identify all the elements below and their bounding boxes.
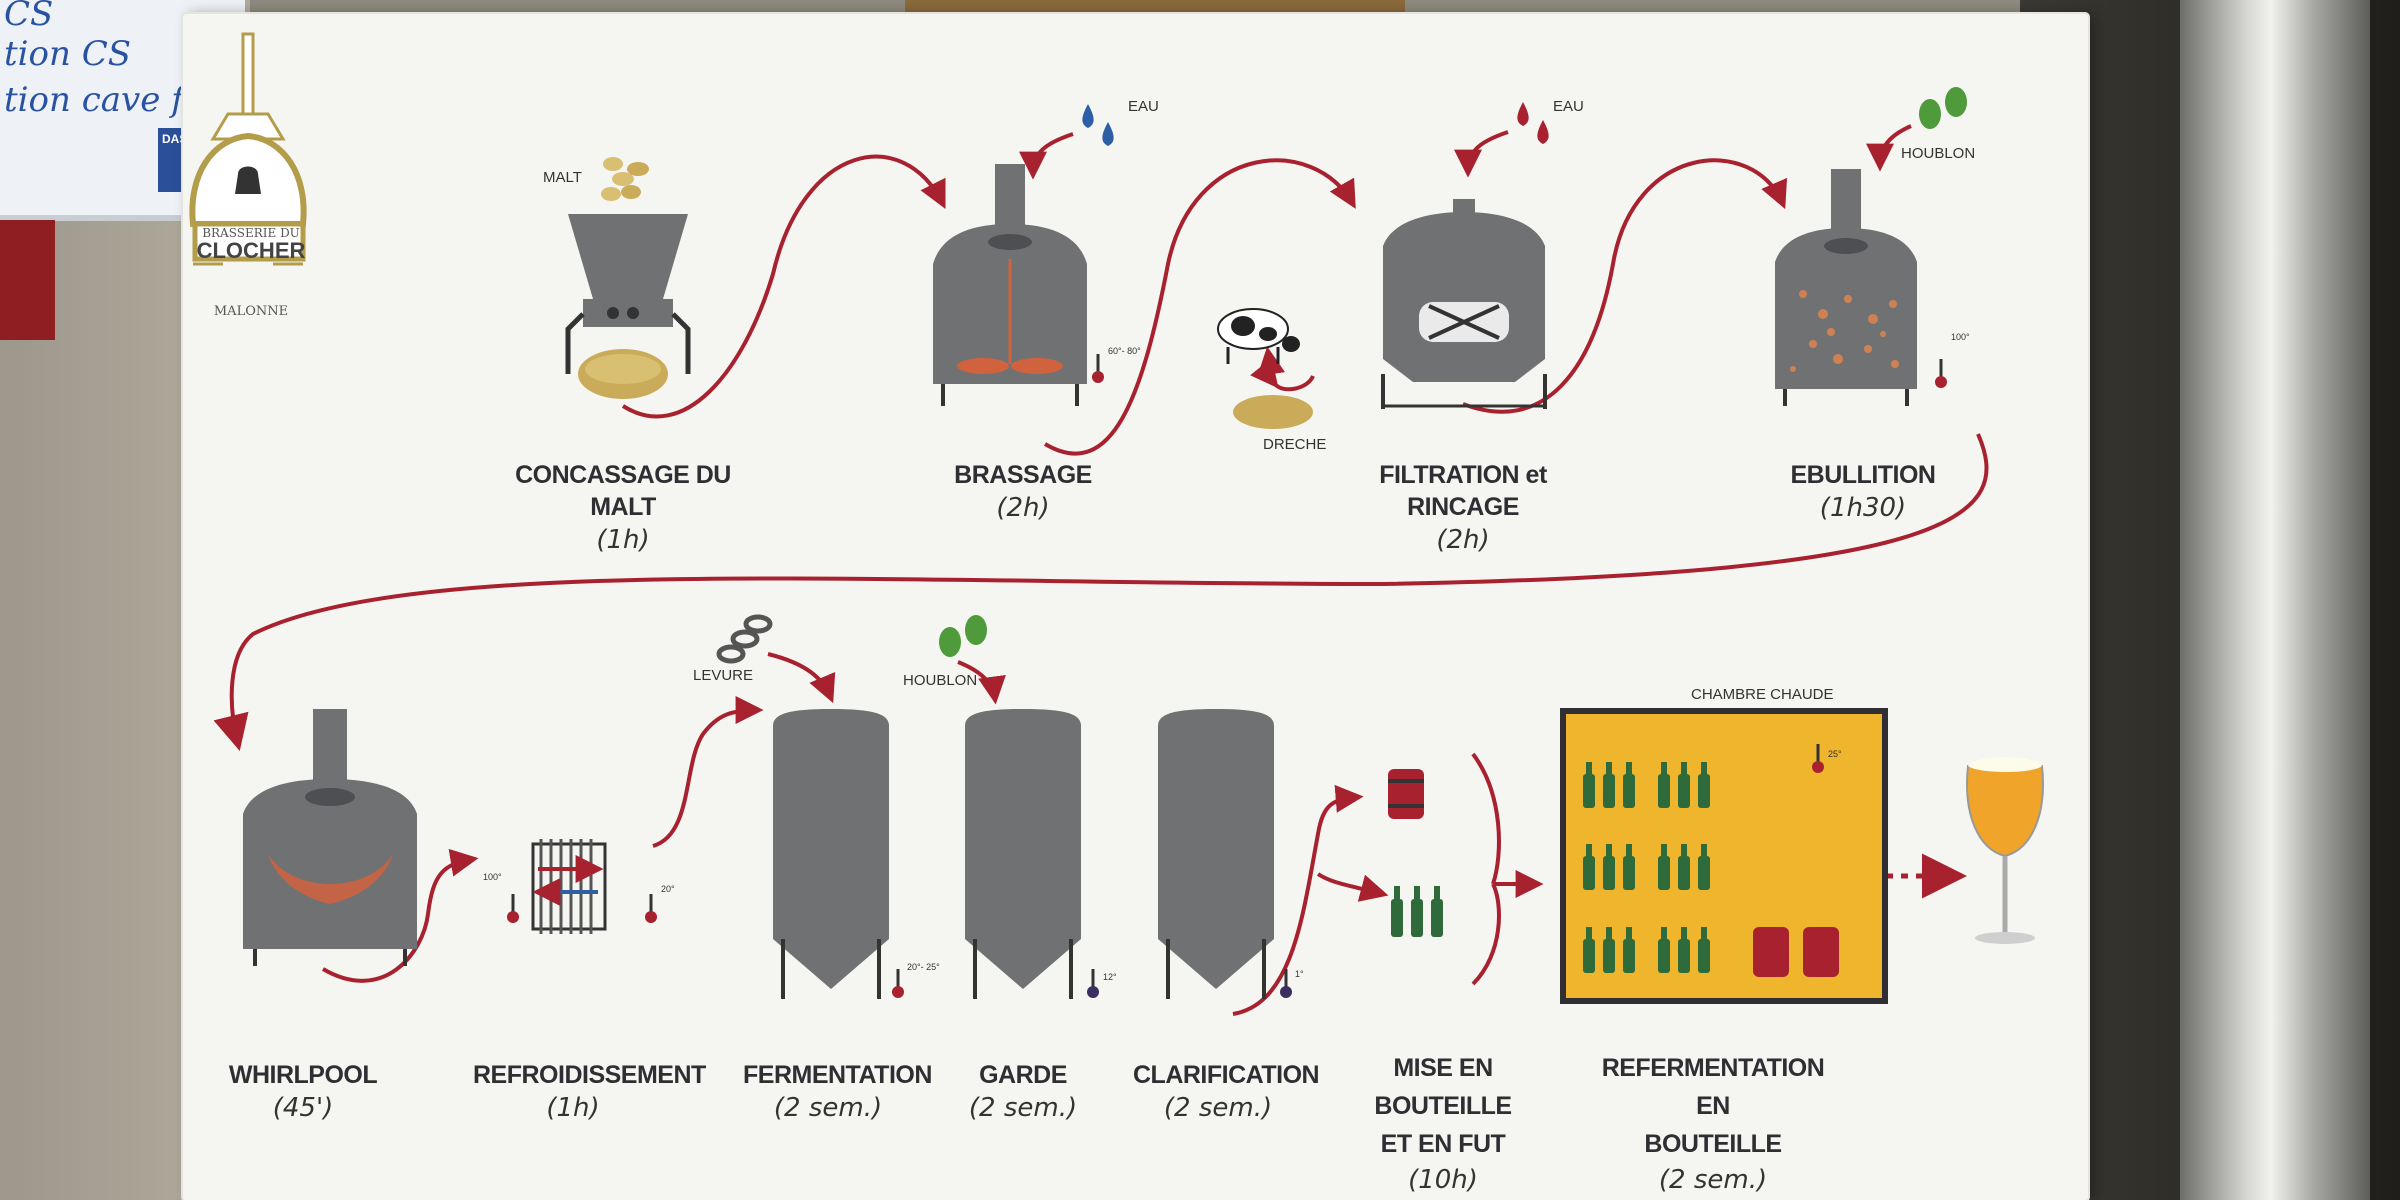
garde-tank xyxy=(965,709,1099,999)
arrow-malt-to-brassage xyxy=(621,154,946,419)
step-ebullition-duration: (1h30) xyxy=(1819,493,1907,523)
step-whirlpool-duration: (45') xyxy=(272,1093,334,1123)
step-garde: GARDE (2 sem.) xyxy=(953,1059,1093,1125)
step-clarification-name: CLARIFICATION xyxy=(1133,1061,1320,1089)
step-referm-name-1: REFERMENTATION EN xyxy=(1601,1054,1825,1120)
process-flow-drawing xyxy=(189,32,2044,1016)
step-brassage-name: BRASSAGE xyxy=(954,461,1092,489)
warm-room-panel xyxy=(1560,708,1888,1004)
whiteboard-text-1: CS xyxy=(4,0,54,34)
arrow-eau-1 xyxy=(1019,132,1074,180)
eau-label-2: EAU xyxy=(1553,98,1584,115)
step-mise-name-1: MISE EN BOUTEILLE xyxy=(1374,1054,1512,1120)
brand-line-3: MALONNE xyxy=(213,304,289,319)
arrow-dreche-out xyxy=(1250,357,1315,392)
temp-refroid-in: 100° xyxy=(483,872,502,882)
arrow-ebullition-to-whirlpool xyxy=(213,433,1989,751)
step-brassage: BRASSAGE (2h) xyxy=(943,459,1103,525)
clarification-tank xyxy=(1158,709,1292,999)
step-clarification-duration: (2 sem.) xyxy=(1163,1093,1273,1123)
brewing-process-poster: BRASSERIE DU CLOCHER MALONNE MALT EAU EA… xyxy=(183,14,2088,1200)
hop-cones-1 xyxy=(1919,87,1967,129)
cow-icon xyxy=(1217,308,1300,364)
yeast-icon xyxy=(716,614,773,664)
fermentation-tank xyxy=(773,709,904,999)
step-filtration-duration: (2h) xyxy=(1436,525,1490,555)
arrow-houblon-2 xyxy=(957,660,1006,705)
step-concassage: CONCASSAGE DU MALT (1h) xyxy=(483,459,763,557)
step-garde-duration: (2 sem.) xyxy=(968,1093,1078,1123)
brassage-tun xyxy=(933,164,1104,406)
water-drops-2 xyxy=(1517,102,1549,144)
whirlpool-vessel xyxy=(243,709,417,966)
step-mise-duration: (10h) xyxy=(1408,1165,1478,1195)
bracket-lower xyxy=(1471,883,1501,986)
step-referm-duration: (2 sem.) xyxy=(1658,1165,1768,1195)
beer-glass-icon xyxy=(1966,757,2044,944)
temp-brassage: 60°- 80° xyxy=(1108,346,1141,356)
hop-cones-2 xyxy=(939,615,987,657)
step-filtration: FILTRATION et RINCAGE (2h) xyxy=(1333,459,1593,557)
brewery-logo xyxy=(189,32,307,266)
temp-chambre: 25° xyxy=(1828,749,1842,759)
step-clarification: CLARIFICATION (2 sem.) xyxy=(1133,1059,1320,1125)
arrow-clarification-to-bottles xyxy=(1316,872,1389,902)
brand-line-2: CLOCHER xyxy=(196,238,306,263)
arrow-refroid-to-fermentation xyxy=(652,696,764,848)
step-ebullition-name: EBULLITION xyxy=(1790,461,1937,489)
bottles-icon xyxy=(1391,886,1443,937)
temp-clarification: 1° xyxy=(1295,969,1304,979)
step-refroidissement: REFROIDISSEMENT (1h) xyxy=(473,1059,706,1125)
water-drops-1 xyxy=(1082,104,1114,146)
bracket-upper xyxy=(1471,752,1501,885)
arrow-houblon-1 xyxy=(1866,124,1912,172)
malt-label: MALT xyxy=(543,169,582,186)
step-whirlpool-name: WHIRLPOOL xyxy=(228,1061,378,1089)
arrow-levure xyxy=(767,652,836,704)
malt-mill xyxy=(565,157,691,399)
step-fermentation-name: FERMENTATION xyxy=(743,1061,932,1089)
brand-line-1: BRASSERIE DU xyxy=(202,226,300,240)
arrow-brassage-to-filtration xyxy=(1043,158,1356,456)
step-refermentation: REFERMENTATION EN BOUTEILLE (2 sem.) xyxy=(1593,1049,1833,1197)
temp-refroid-out: 20° xyxy=(661,884,675,894)
arrow-whirlpool-to-refroid xyxy=(321,848,479,983)
steel-pipe xyxy=(2180,0,2370,1200)
step-filtration-name: FILTRATION et RINCAGE xyxy=(1379,461,1547,521)
temp-ebullition: 100° xyxy=(1951,332,1970,342)
keg-icon xyxy=(1388,769,1424,819)
arrow-clarification-to-keg xyxy=(1232,784,1364,1016)
step-refroidissement-name: REFROIDISSEMENT xyxy=(473,1061,706,1089)
red-box xyxy=(0,220,55,340)
step-concassage-duration: (1h) xyxy=(596,525,650,555)
chambre-chaude-label: CHAMBRE CHAUDE xyxy=(1691,686,1834,703)
step-ebullition: EBULLITION (1h30) xyxy=(1783,459,1943,525)
arrow-eau-2 xyxy=(1454,130,1509,178)
temp-garde: 12° xyxy=(1103,972,1117,982)
dreche-pile xyxy=(1233,395,1313,429)
flow-arrows xyxy=(213,124,1989,1016)
step-brassage-duration: (2h) xyxy=(996,493,1050,523)
arrow-dreche-up xyxy=(1257,346,1286,377)
dreche-label: DRECHE xyxy=(1263,436,1327,453)
step-garde-name: GARDE xyxy=(979,1061,1067,1089)
step-mise-name-2: ET EN FUT xyxy=(1380,1130,1506,1158)
step-concassage-name: CONCASSAGE DU MALT xyxy=(515,461,731,521)
temp-fermentation: 20°- 25° xyxy=(907,962,940,972)
houblon-label-2: HOUBLON xyxy=(903,672,978,689)
step-whirlpool: WHIRLPOOL (45') xyxy=(223,1059,383,1125)
step-refroidissement-duration: (1h) xyxy=(546,1093,600,1123)
filtration-vessel xyxy=(1381,199,1547,409)
step-fermentation: FERMENTATION (2 sem.) xyxy=(743,1059,932,1125)
whiteboard-text-2: tion CS xyxy=(4,34,132,74)
ebullition-kettle xyxy=(1775,169,1947,406)
step-fermentation-duration: (2 sem.) xyxy=(773,1093,883,1123)
heat-exchanger xyxy=(507,839,657,934)
houblon-label-1: HOUBLON xyxy=(1901,145,1976,162)
step-referm-name-2: BOUTEILLE xyxy=(1644,1130,1782,1158)
step-mise-en-bouteille: MISE EN BOUTEILLE ET EN FUT (10h) xyxy=(1333,1049,1553,1197)
eau-label-1: EAU xyxy=(1128,98,1159,115)
levure-label: LEVURE xyxy=(693,667,754,684)
